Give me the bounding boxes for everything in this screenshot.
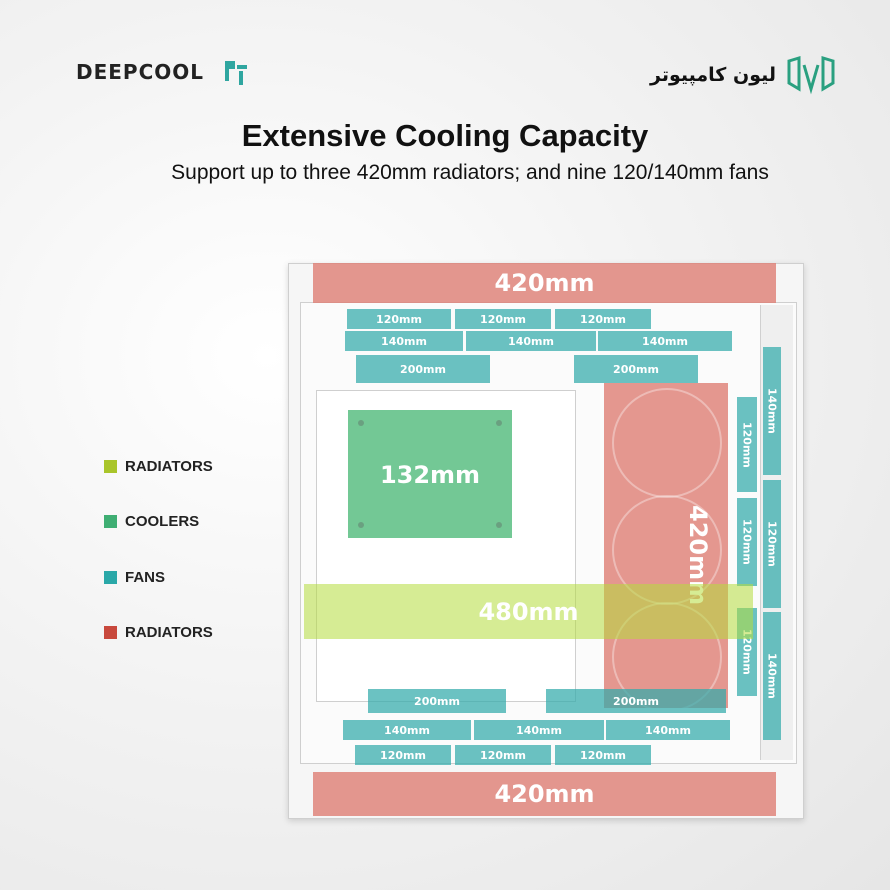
legend-item-radiators-green: RADIATORS [104,457,213,475]
legend-item-fans: FANS [104,568,166,586]
side-fan-outer: 120mm [763,480,781,608]
side-fan-120: 120mm [737,498,757,586]
top-fan-120: 120mm [347,309,451,329]
radiator-480: 480mm [304,584,753,639]
legend-label: RADIATORS [125,623,213,641]
top-fan-200: 200mm [356,355,490,383]
legend-item-radiators-red: RADIATORS [104,623,213,641]
legend-swatch-green [104,459,117,473]
bottom-fan-120: 120mm [555,745,651,765]
lion-computer-logo-icon [787,55,835,95]
mount-hole [496,420,502,426]
top-fan-140: 140mm [466,331,596,351]
bottom-fan-200: 200mm [368,689,506,713]
bottom-fan-140: 140mm [343,720,471,740]
top-radiator-420: 420mm [313,263,776,303]
legend-label: COOLERS [125,512,200,530]
top-fan-140: 140mm [345,331,463,351]
legend-label: FANS [125,568,166,586]
lion-computer-logo-text: لیون کامپیوتر [650,64,776,86]
bottom-fan-120: 120mm [355,745,451,765]
legend-swatch-red [104,625,117,639]
side-fan-outer: 140mm [763,347,781,475]
legend-label: RADIATORS [125,457,213,475]
mount-hole [496,522,502,528]
bottom-radiator-420: 420mm [313,772,776,816]
page-title: Extensive Cooling Capacity [241,118,649,153]
mount-hole [358,420,364,426]
fan-icon [612,388,722,498]
cooler-label: 132mm [379,461,481,489]
bottom-fan-200: 200mm [546,689,726,713]
cpu-cooler-area [348,410,512,538]
bottom-fan-140: 140mm [474,720,604,740]
top-fan-120: 120mm [455,309,551,329]
deepcool-logo-icon [225,61,247,85]
legend-swatch-fans [104,570,117,584]
top-fan-140: 140mm [598,331,732,351]
top-fan-120: 120mm [555,309,651,329]
legend-swatch-cooler [104,514,117,528]
mount-hole [358,522,364,528]
legend-item-coolers: COOLERS [104,512,200,530]
top-fan-200: 200mm [574,355,698,383]
side-fan-120: 120mm [737,397,757,492]
deepcool-logo-text: DEEPCOOL [76,60,205,84]
bottom-fan-140: 140mm [606,720,730,740]
page-subtitle: Support up to three 420mm radiators; and… [171,161,769,184]
bottom-fan-120: 120mm [455,745,551,765]
side-fan-outer: 140mm [763,612,781,740]
